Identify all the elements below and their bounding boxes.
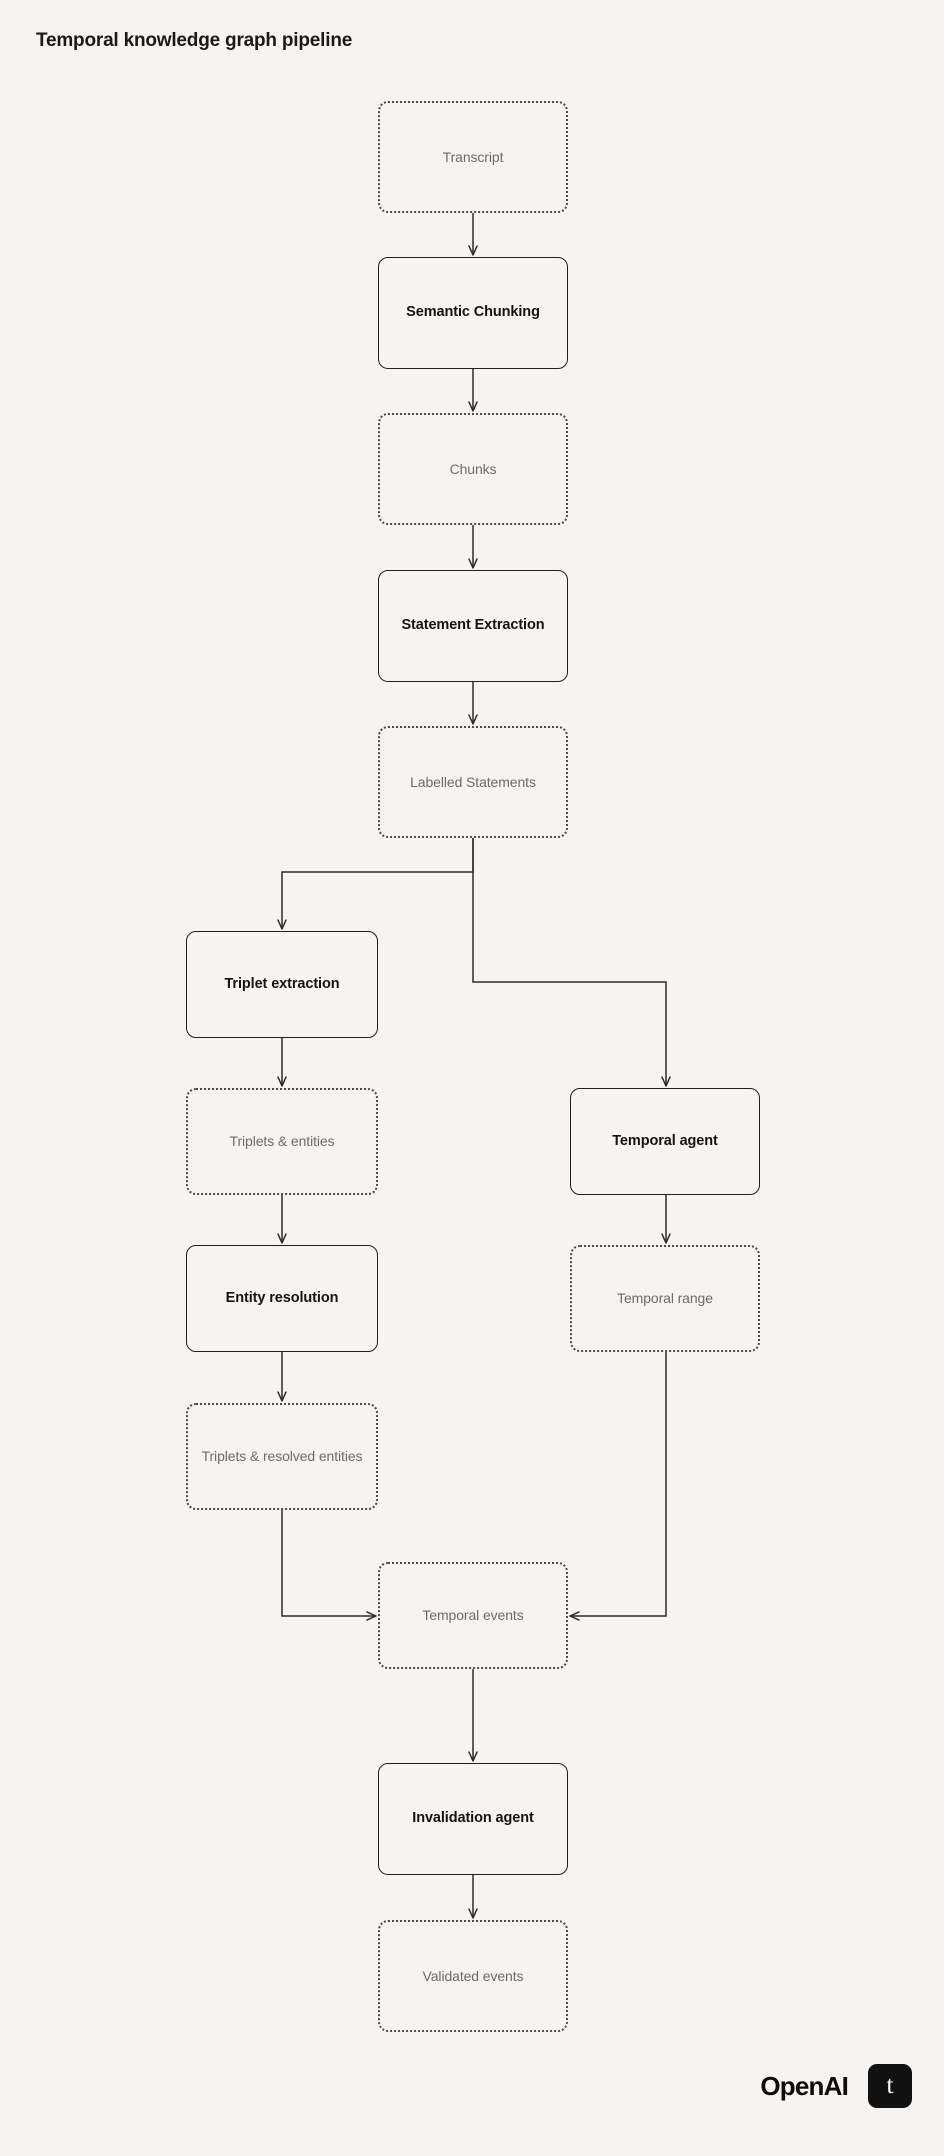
node-invalidation-agent: Invalidation agent (378, 1763, 568, 1875)
node-semantic-chunking: Semantic Chunking (378, 257, 568, 369)
edge-resolved-to-temporal-events (281, 1510, 376, 1616)
node-triplets-resolved: Triplets & resolved entities (186, 1403, 378, 1510)
node-temporal-agent: Temporal agent (570, 1088, 760, 1195)
tensorlake-logo-icon: t (868, 2064, 912, 2108)
node-entity-resolution: Entity resolution (186, 1245, 378, 1352)
openai-wordmark: OpenAI (760, 2070, 848, 2101)
node-triplet-extraction: Triplet extraction (186, 931, 378, 1038)
node-transcript: Transcript (378, 101, 568, 213)
footer-branding: OpenAI t (760, 2064, 912, 2108)
edge-labelled-to-temporal-agent (472, 838, 666, 1086)
node-labelled-statements: Labelled Statements (378, 726, 568, 838)
node-statement-extraction: Statement Extraction (378, 570, 568, 682)
page-title: Temporal knowledge graph pipeline (36, 30, 353, 51)
node-temporal-events: Temporal events (378, 1562, 568, 1669)
edge-labelled-to-triplet-extraction (282, 838, 474, 929)
node-triplets-entities: Triplets & entities (186, 1088, 378, 1195)
node-chunks: Chunks (378, 413, 568, 525)
node-validated-events: Validated events (378, 1920, 568, 2032)
edge-temporal-range-to-temporal-events (570, 1352, 667, 1616)
node-temporal-range: Temporal range (570, 1245, 760, 1352)
